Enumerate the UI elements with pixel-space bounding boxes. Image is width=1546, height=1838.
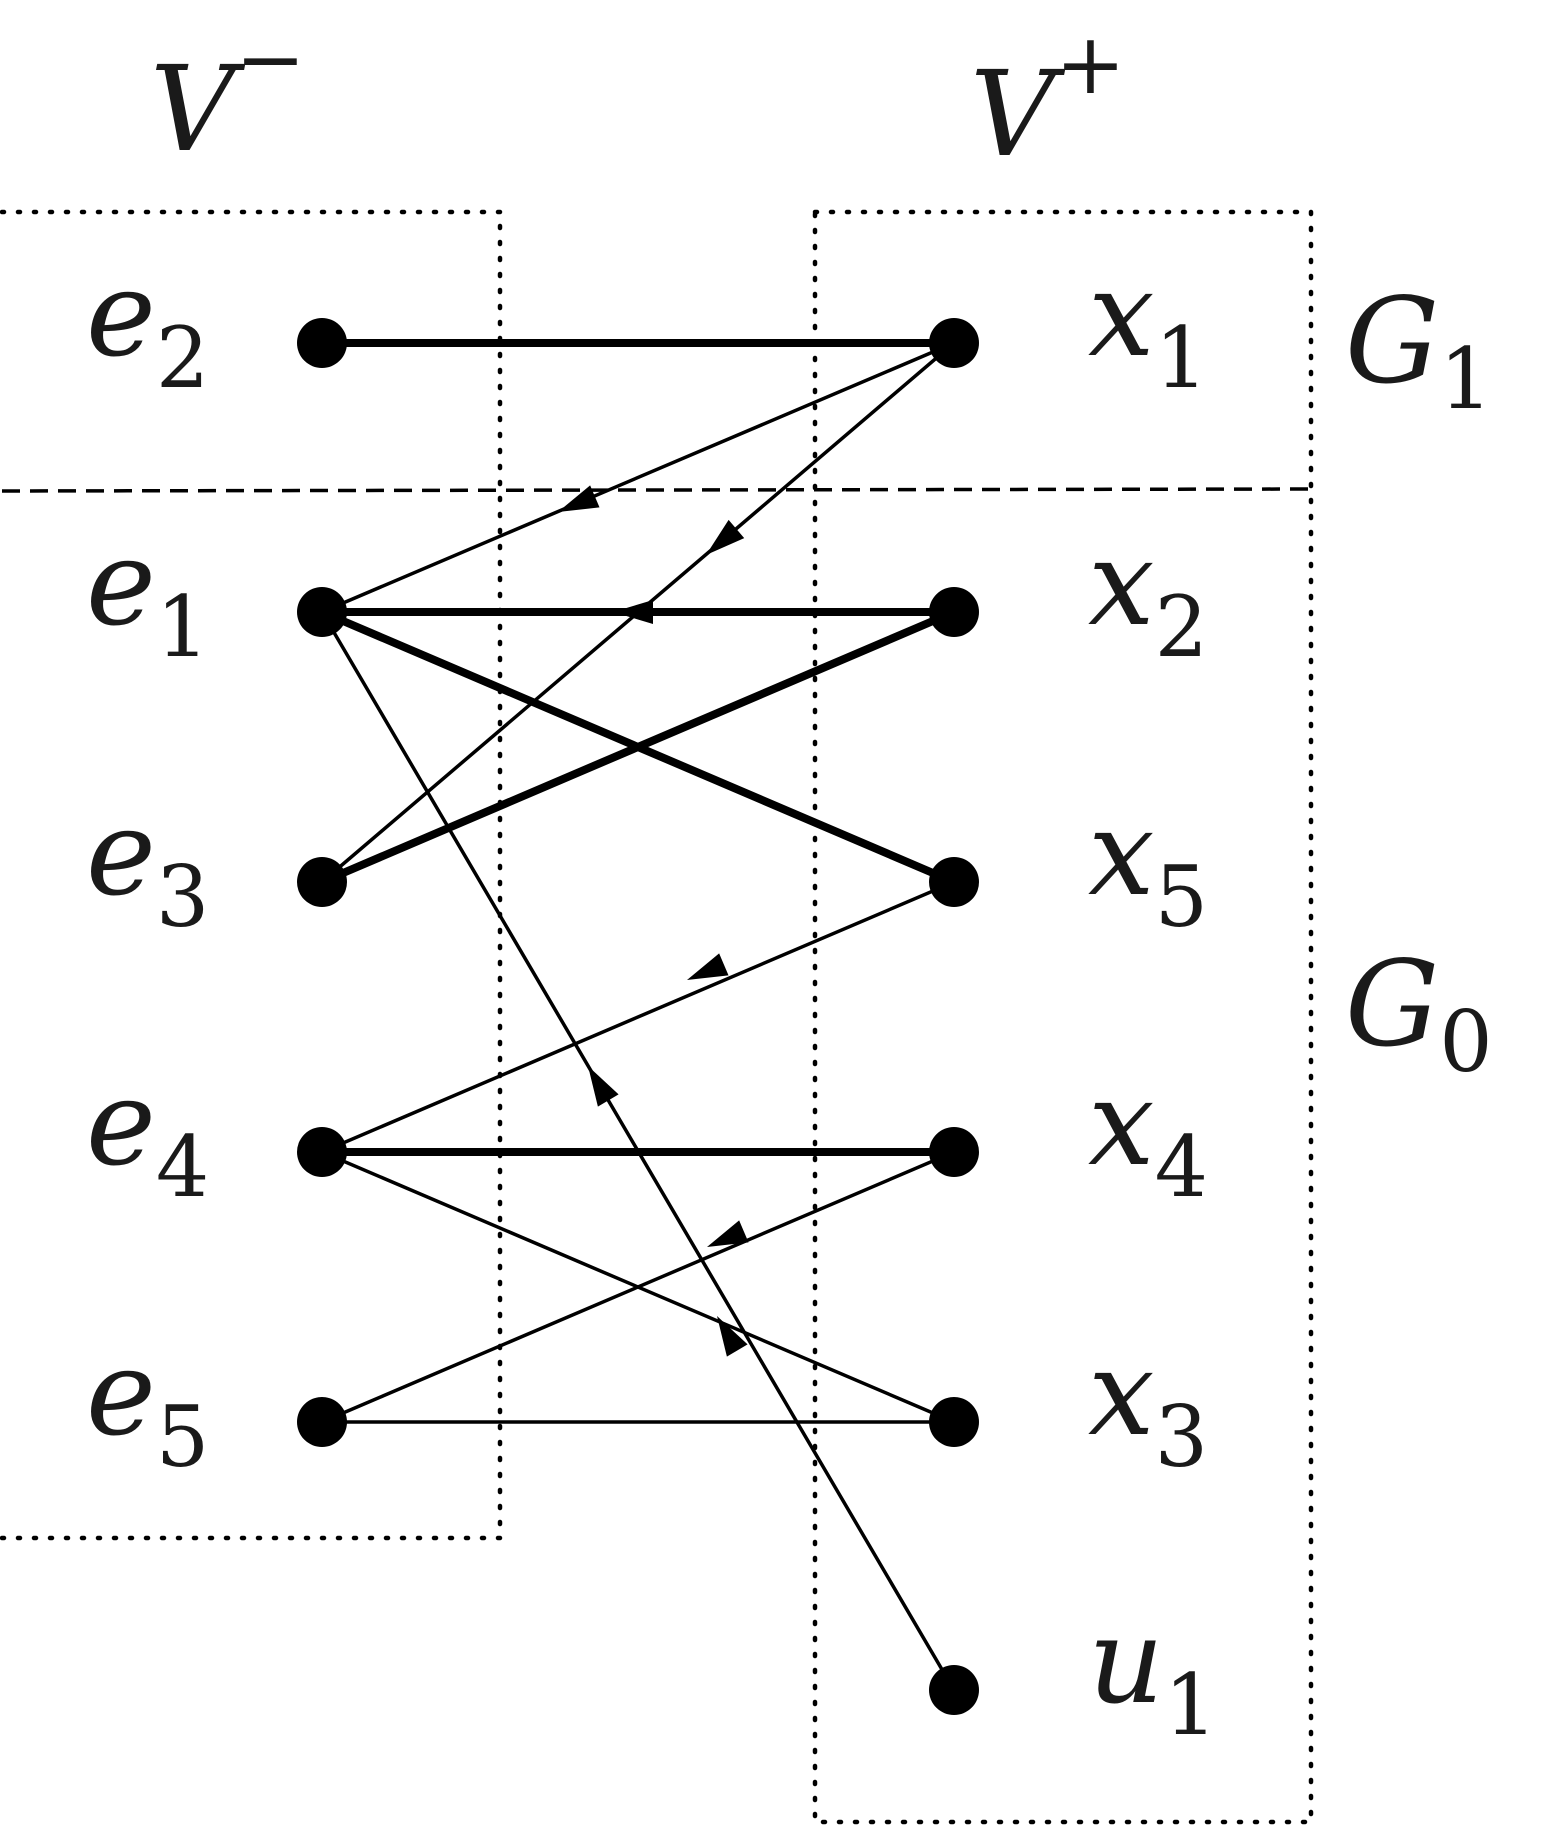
vertex-x5 [929, 857, 979, 907]
arrow-x1-e3-icon [706, 519, 745, 555]
edges [318, 339, 958, 1692]
arrow-x5-e4-icon [687, 953, 729, 980]
label-e3: e3 [86, 784, 209, 946]
label-e1: e1 [86, 514, 209, 676]
vertex-e2 [297, 318, 347, 368]
label-x2: x2 [1088, 514, 1208, 676]
header-v-plus: V+ [970, 15, 1126, 183]
edge-x4-e5 [320, 1150, 956, 1424]
arrow-x4-e5-icon [707, 1220, 749, 1247]
vertex-e5 [297, 1397, 347, 1447]
arrow-x1-e1-icon [558, 485, 600, 512]
vertex-u1 [929, 1665, 979, 1715]
edge-x5-e4 [320, 880, 956, 1154]
label-group-g1: G1 [1345, 272, 1493, 428]
label-group-g0: G0 [1345, 935, 1493, 1091]
vertex-x1 [929, 318, 979, 368]
header-v-minus: V− [150, 10, 306, 178]
vertex-x3 [929, 1397, 979, 1447]
vertices [297, 318, 979, 1715]
arrowheads [558, 485, 749, 1357]
vertex-x2 [929, 587, 979, 637]
left-partition-box [0, 209, 503, 1541]
arrow-x2-e1-icon [613, 600, 653, 624]
label-e5: e5 [86, 1324, 209, 1486]
right-partition-box [812, 209, 1314, 1825]
label-x3: x3 [1088, 1324, 1208, 1486]
arrow-u1-e1-upper-icon [588, 1066, 619, 1107]
label-e4: e4 [86, 1054, 209, 1216]
vertex-x4 [929, 1127, 979, 1177]
vertex-e1 [297, 587, 347, 637]
edge-x1-e1 [320, 341, 956, 614]
vertex-e3 [297, 857, 347, 907]
label-x4: x4 [1088, 1054, 1208, 1216]
label-e2: e2 [86, 245, 209, 407]
arrow-u1-e1-lower-icon [717, 1316, 748, 1357]
vertex-e4 [297, 1127, 347, 1177]
label-x1: x1 [1088, 245, 1208, 407]
g1-g0-separator [1, 487, 1312, 493]
label-u1: u1 [1088, 1592, 1217, 1754]
edge-e3-x2 [318, 608, 958, 886]
label-x5: x5 [1088, 784, 1208, 946]
group-boxes [0, 209, 1314, 1825]
